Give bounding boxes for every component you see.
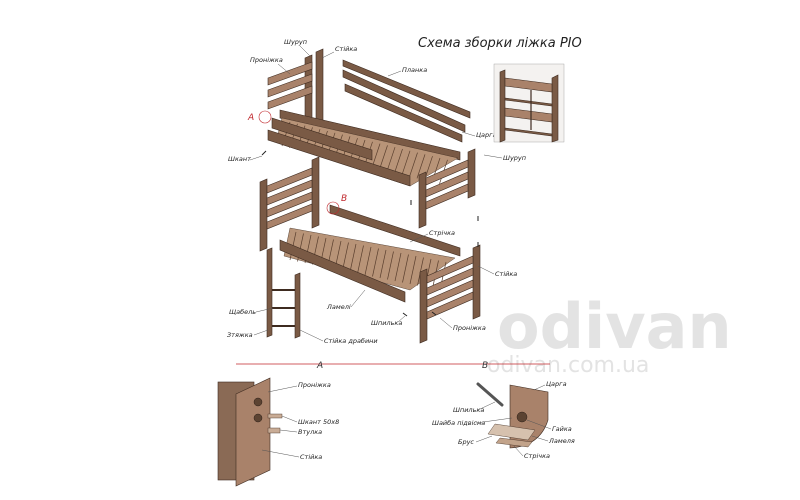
detail-b-brus: Брус [458,438,474,446]
label-shurup-top: Шуруп [284,38,307,46]
label-zyazhka: Зтяжка [227,331,253,339]
watermark-site: odivan.com.ua [487,353,649,378]
detail-b-shpylka: Шпилька [453,406,484,414]
slat-line [409,152,418,177]
slat-line [394,148,403,174]
marker-b-circle [326,201,340,215]
lower-headboard-left [259,156,320,252]
label-shchabel: Щабель [229,308,256,316]
slat-line [409,255,417,285]
label-stiyka-right: Стійка [495,270,517,278]
lower-headboard-right [419,244,481,344]
label-strichka: Стрічка [429,229,455,237]
slat-line [401,150,411,175]
lower-slat-base [279,204,461,303]
label-tsarha: Царга [476,131,497,139]
detail-a-pronizhka: Проніжка [298,381,331,389]
label-shpylka: Шпилька [371,319,402,327]
detail-b-haika: Гайка [552,425,572,433]
label-planka: Планка [402,66,427,74]
diagram-title: Схема зборки ліжка РІО [418,36,582,51]
slat-line [342,242,349,271]
slat-line [357,245,364,274]
detail-a-vtulka: Втулка [298,428,322,436]
label-stiyka-drabyny: Стійка драбини [324,337,378,345]
upper-headboard-right [418,148,476,229]
watermark-brand: odivan [497,290,732,363]
slat-line [402,254,409,283]
detail-b-shaiba: Шайба підвісна [432,419,485,427]
detail-b-strichka: Стрічка [524,452,550,460]
slat-line [371,143,381,168]
detail-b-lamel: Ламеля [548,437,575,445]
upper-slat-base [267,109,461,187]
label-shkant: Шкант [228,155,251,163]
assembled-bed-thumbnail [493,63,565,143]
detail-a-stiyka: Стійка [300,453,322,461]
slat-line [386,147,396,172]
label-pronizhka-top: Проніжка [250,56,283,64]
slat-line [379,145,388,170]
section-label-b: B [482,361,488,371]
upper-side-rails [342,59,471,143]
detail-b-tsarha: Царга [546,380,567,388]
detail-b: Царга Шпилька Шайба підвісна Гайка Брус … [432,380,575,460]
label-lamel: Ламелі [326,303,351,311]
slat-line [372,248,379,277]
slat-line [387,251,394,280]
ladder [266,247,301,339]
slat-line [394,252,402,282]
label-stiyka-top: Стійка [335,45,357,53]
hardware-marks [261,150,479,317]
label-pronizhka-right: Проніжка [453,324,486,332]
slat-line [379,249,387,279]
detail-a: Проніжка Шкант 50х8 Втулка Стійка [217,377,339,487]
marker-a-label: A [247,113,254,123]
label-shurup-right: Шуруп [503,154,526,162]
part-labels: Шуруп Стійка Проніжка Планка Царга Шуруп… [227,38,526,345]
slat-line [416,154,426,179]
detail-a-shkant: Шкант 50х8 [298,418,339,426]
marker-b-label: B [341,194,347,204]
section-label-a: A [316,361,323,371]
marker-a-circle [258,110,272,124]
slat-line [349,243,357,273]
slat-line [364,246,372,276]
